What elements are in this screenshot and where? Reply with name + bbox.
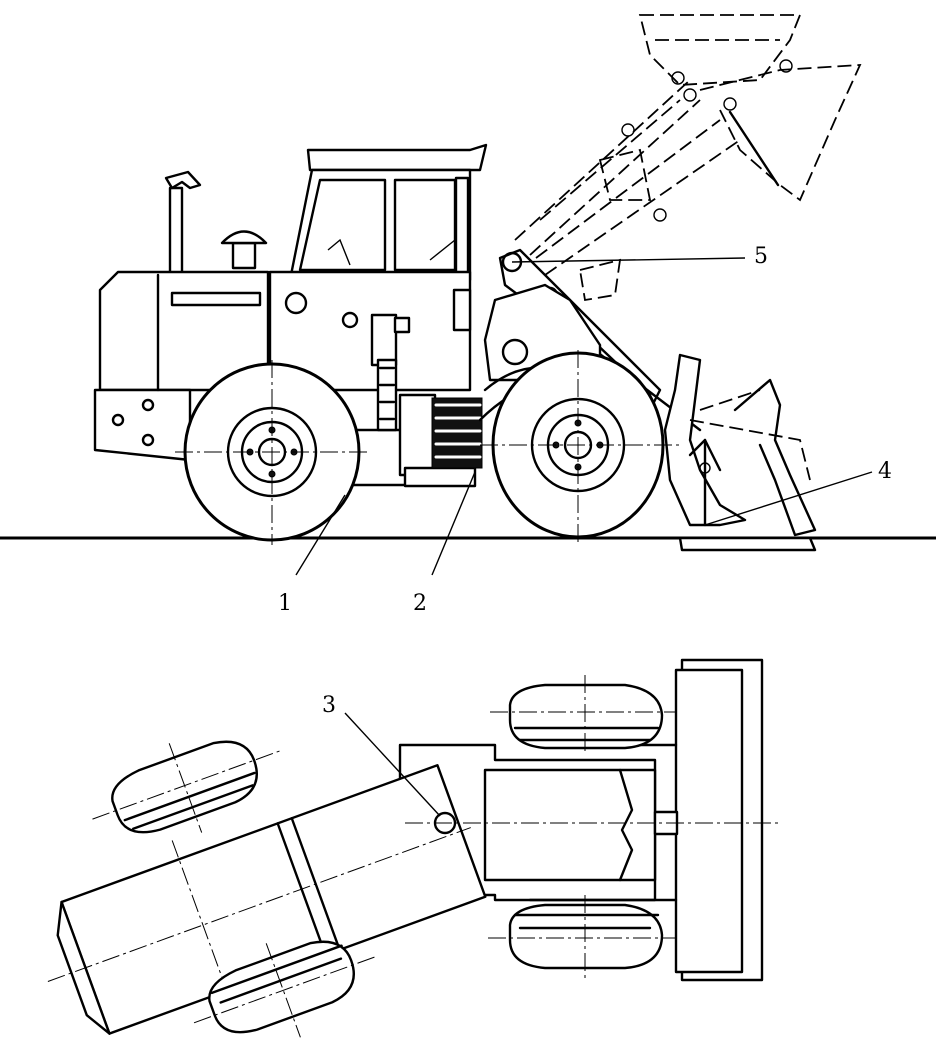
front-wheel xyxy=(480,350,680,545)
bucket-tilted xyxy=(689,378,817,537)
leader-line-3 xyxy=(344,712,441,817)
plan-rear-wheel-right xyxy=(193,940,378,1038)
top-view: 3 xyxy=(47,658,780,1038)
plan-bucket xyxy=(674,658,764,982)
callout-1: 1 xyxy=(278,591,292,616)
side-view: 1 2 4 5 xyxy=(0,14,936,616)
raised-bucket-phantom xyxy=(514,14,862,302)
exhaust-pipe xyxy=(164,170,202,275)
bucket-base xyxy=(678,536,817,552)
bucket xyxy=(663,353,747,527)
engine-body xyxy=(93,270,472,462)
leader-line-1 xyxy=(295,494,346,576)
callout-4: 4 xyxy=(878,459,892,484)
callout-2: 2 xyxy=(413,591,427,616)
leader-line-5 xyxy=(511,257,746,263)
plan-front-wheel-left xyxy=(490,675,675,755)
leader-line-2 xyxy=(431,471,476,576)
rear-wheel xyxy=(175,360,370,545)
plan-rear-frame xyxy=(47,764,487,1035)
air-intake xyxy=(220,230,268,270)
leader-line-4 xyxy=(704,471,873,526)
plan-front-wheel-right xyxy=(488,895,675,980)
plan-rear-wheel-left xyxy=(92,740,281,834)
callout-5: 5 xyxy=(754,244,768,269)
callout-3: 3 xyxy=(322,693,336,718)
